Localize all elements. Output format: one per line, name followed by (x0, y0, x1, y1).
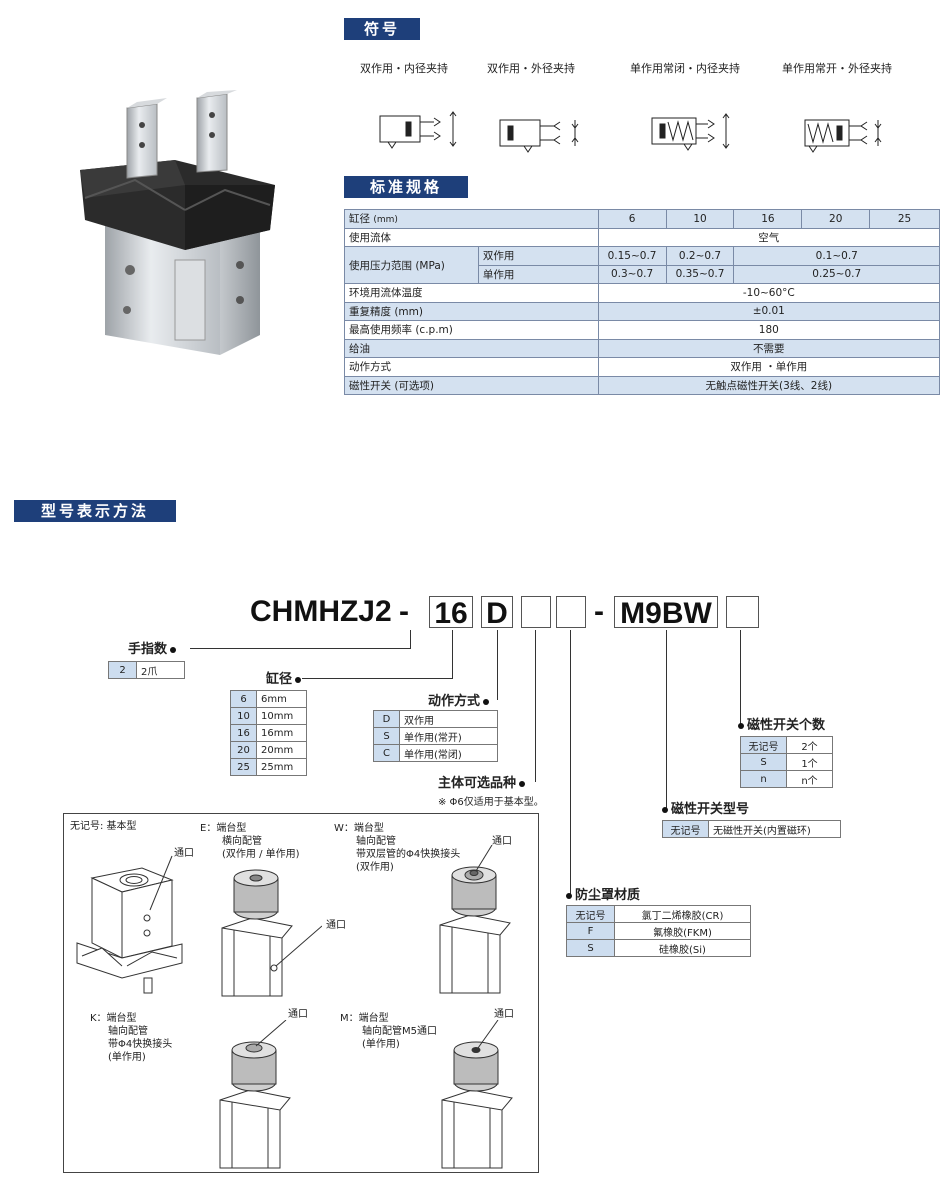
variant-k-label: K：端台型轴向配管带Φ4快换接头(单作用) (90, 1013, 173, 1063)
port-label-e: 通口 (326, 920, 346, 931)
spec-row-action: 动作方式双作用 ・单作用 (344, 357, 941, 377)
model-switch-box: M9BW (614, 596, 718, 630)
spec-row-freq: 最高使用频率 (c.p.m)180 (344, 320, 941, 340)
product-photo (75, 90, 280, 360)
symbol-label-4: 单作用常开・外径夹持 (782, 62, 892, 75)
option-note: ※ Φ6仅适用于基本型。 (438, 797, 544, 808)
dust-title: 防尘罩材质 (566, 888, 640, 903)
model-option-box (521, 596, 551, 628)
spec-row-switch: 磁性开关 (可选项)无触点磁性开关(3线、2线) (344, 375, 941, 395)
option-title: 主体可选品种 (438, 776, 526, 791)
action-title: 动作方式 (428, 694, 490, 709)
spec-row-fluid: 使用流体空气 (344, 227, 941, 247)
variant-m-label: M：端台型轴向配管M5通口(单作用) (340, 1013, 437, 1050)
port-label-m: 通口 (494, 1009, 514, 1020)
switch-type-table: 无记号无磁性开关(内置磁环) (662, 820, 841, 838)
symbol-label-3: 单作用常闭・内径夹持 (630, 62, 740, 75)
variant-m-drawing (432, 1019, 532, 1170)
model-header: 型号表示方法 (14, 500, 176, 522)
model-prefix: CHMHZJ2 (250, 595, 392, 628)
symbol-label-1: 双作用・内径夹持 (360, 62, 448, 75)
port-label-k: 通口 (288, 1009, 308, 1020)
variant-e-drawing (212, 868, 323, 998)
spec-row-temp: 环境用流体温度-10~60°C (344, 283, 941, 303)
model-dash-2: - (594, 595, 604, 628)
spec-row-oil: 给油不需要 (344, 338, 941, 358)
port-label-w: 通口 (492, 836, 512, 847)
variant-e-label: E：端台型横向配管(双作用 / 单作用) (200, 823, 300, 860)
model-action-box: D (481, 596, 513, 630)
symbol-single-nc-inner-icon (650, 110, 740, 156)
variant-w-label: W：端台型轴向配管带双层管的Φ4快换接头(双作用) (334, 823, 461, 873)
count-title: 磁性开关个数 (738, 718, 825, 733)
variant-basic-drawing (72, 848, 192, 998)
switch-type-title: 磁性开关型号 (662, 802, 749, 817)
symbol-label-2: 双作用・外径夹持 (487, 62, 575, 75)
symbols-header: 符号 (344, 18, 420, 40)
variant-basic-label: 无记号: 基本型 (70, 821, 137, 832)
symbol-single-no-outer-icon (803, 112, 893, 158)
port-label-basic: 通口 (174, 848, 194, 859)
fingers-title: 手指数 (128, 642, 177, 657)
spec-header: 标准规格 (344, 176, 468, 198)
model-count-box (726, 596, 759, 628)
spec-row-repeat: 重复精度 (mm)±0.01 (344, 301, 941, 321)
variants-frame (63, 813, 539, 1173)
bore-title: 缸径 (266, 672, 302, 687)
model-dash-1: - (399, 595, 409, 628)
variant-w-drawing (430, 844, 530, 995)
symbol-double-outer-icon (498, 112, 588, 158)
model-dust-box (556, 596, 586, 628)
model-bore-box: 16 (429, 596, 473, 630)
variant-k-drawing (210, 1019, 310, 1170)
symbol-double-inner-icon (378, 108, 468, 154)
